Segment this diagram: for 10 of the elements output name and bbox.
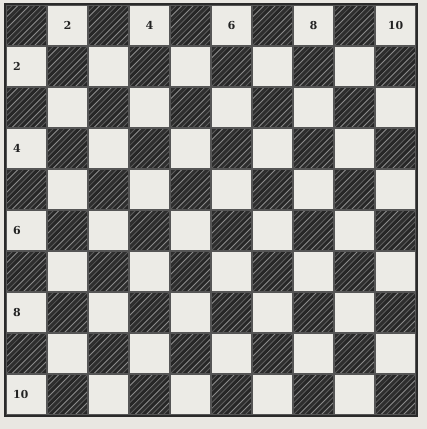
coordinate-number: 6 <box>228 19 236 32</box>
coordinate-number: 8 <box>310 19 318 32</box>
coordinate-number: 4 <box>146 19 154 32</box>
coordinate-number: 10 <box>388 19 404 32</box>
coordinate-number: 2 <box>13 60 21 73</box>
coordinate-number: 4 <box>13 142 21 155</box>
coordinate-number: 2 <box>64 19 72 32</box>
coordinate-number: 10 <box>13 388 28 401</box>
coordinate-number: 6 <box>13 224 21 237</box>
coordinate-number: 8 <box>13 306 21 319</box>
